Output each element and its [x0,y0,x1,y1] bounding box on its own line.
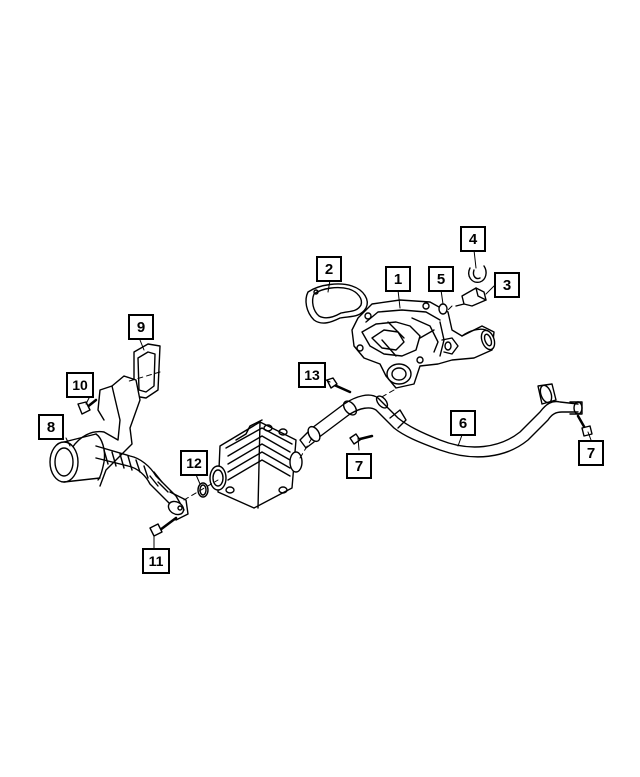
callout-7-right[interactable]: 7 [578,440,604,466]
callout-4[interactable]: 4 [460,226,486,252]
callout-7-left[interactable]: 7 [346,453,372,479]
outlet-bolt-lower [149,516,178,537]
housing-bolt [326,377,352,394]
callout-13[interactable]: 13 [298,362,326,388]
coolant-pipe [299,383,583,458]
alignment-lines [125,305,453,501]
coolant-outlet-tube [49,375,189,521]
thermostat-housing [351,299,496,389]
callout-12[interactable]: 12 [180,450,208,476]
callout-3[interactable]: 3 [494,272,520,298]
pipe-bolt-left [349,433,374,445]
oil-cooler [209,419,303,509]
callout-2[interactable]: 2 [316,256,342,282]
housing-gasket [305,283,368,324]
callout-5[interactable]: 5 [428,266,454,292]
sensor-retaining-clip [468,265,487,283]
callout-8[interactable]: 8 [38,414,64,440]
callout-1[interactable]: 1 [385,266,411,292]
callout-9[interactable]: 9 [128,314,154,340]
callout-10[interactable]: 10 [66,372,94,398]
outlet-bolt-upper [77,398,98,415]
callout-11[interactable]: 11 [142,548,170,574]
cooler-o-ring [197,482,209,498]
callout-6[interactable]: 6 [450,410,476,436]
temperature-sensor [455,287,487,307]
sensor-o-ring [438,303,448,315]
pipe-bolt-right [576,414,593,437]
